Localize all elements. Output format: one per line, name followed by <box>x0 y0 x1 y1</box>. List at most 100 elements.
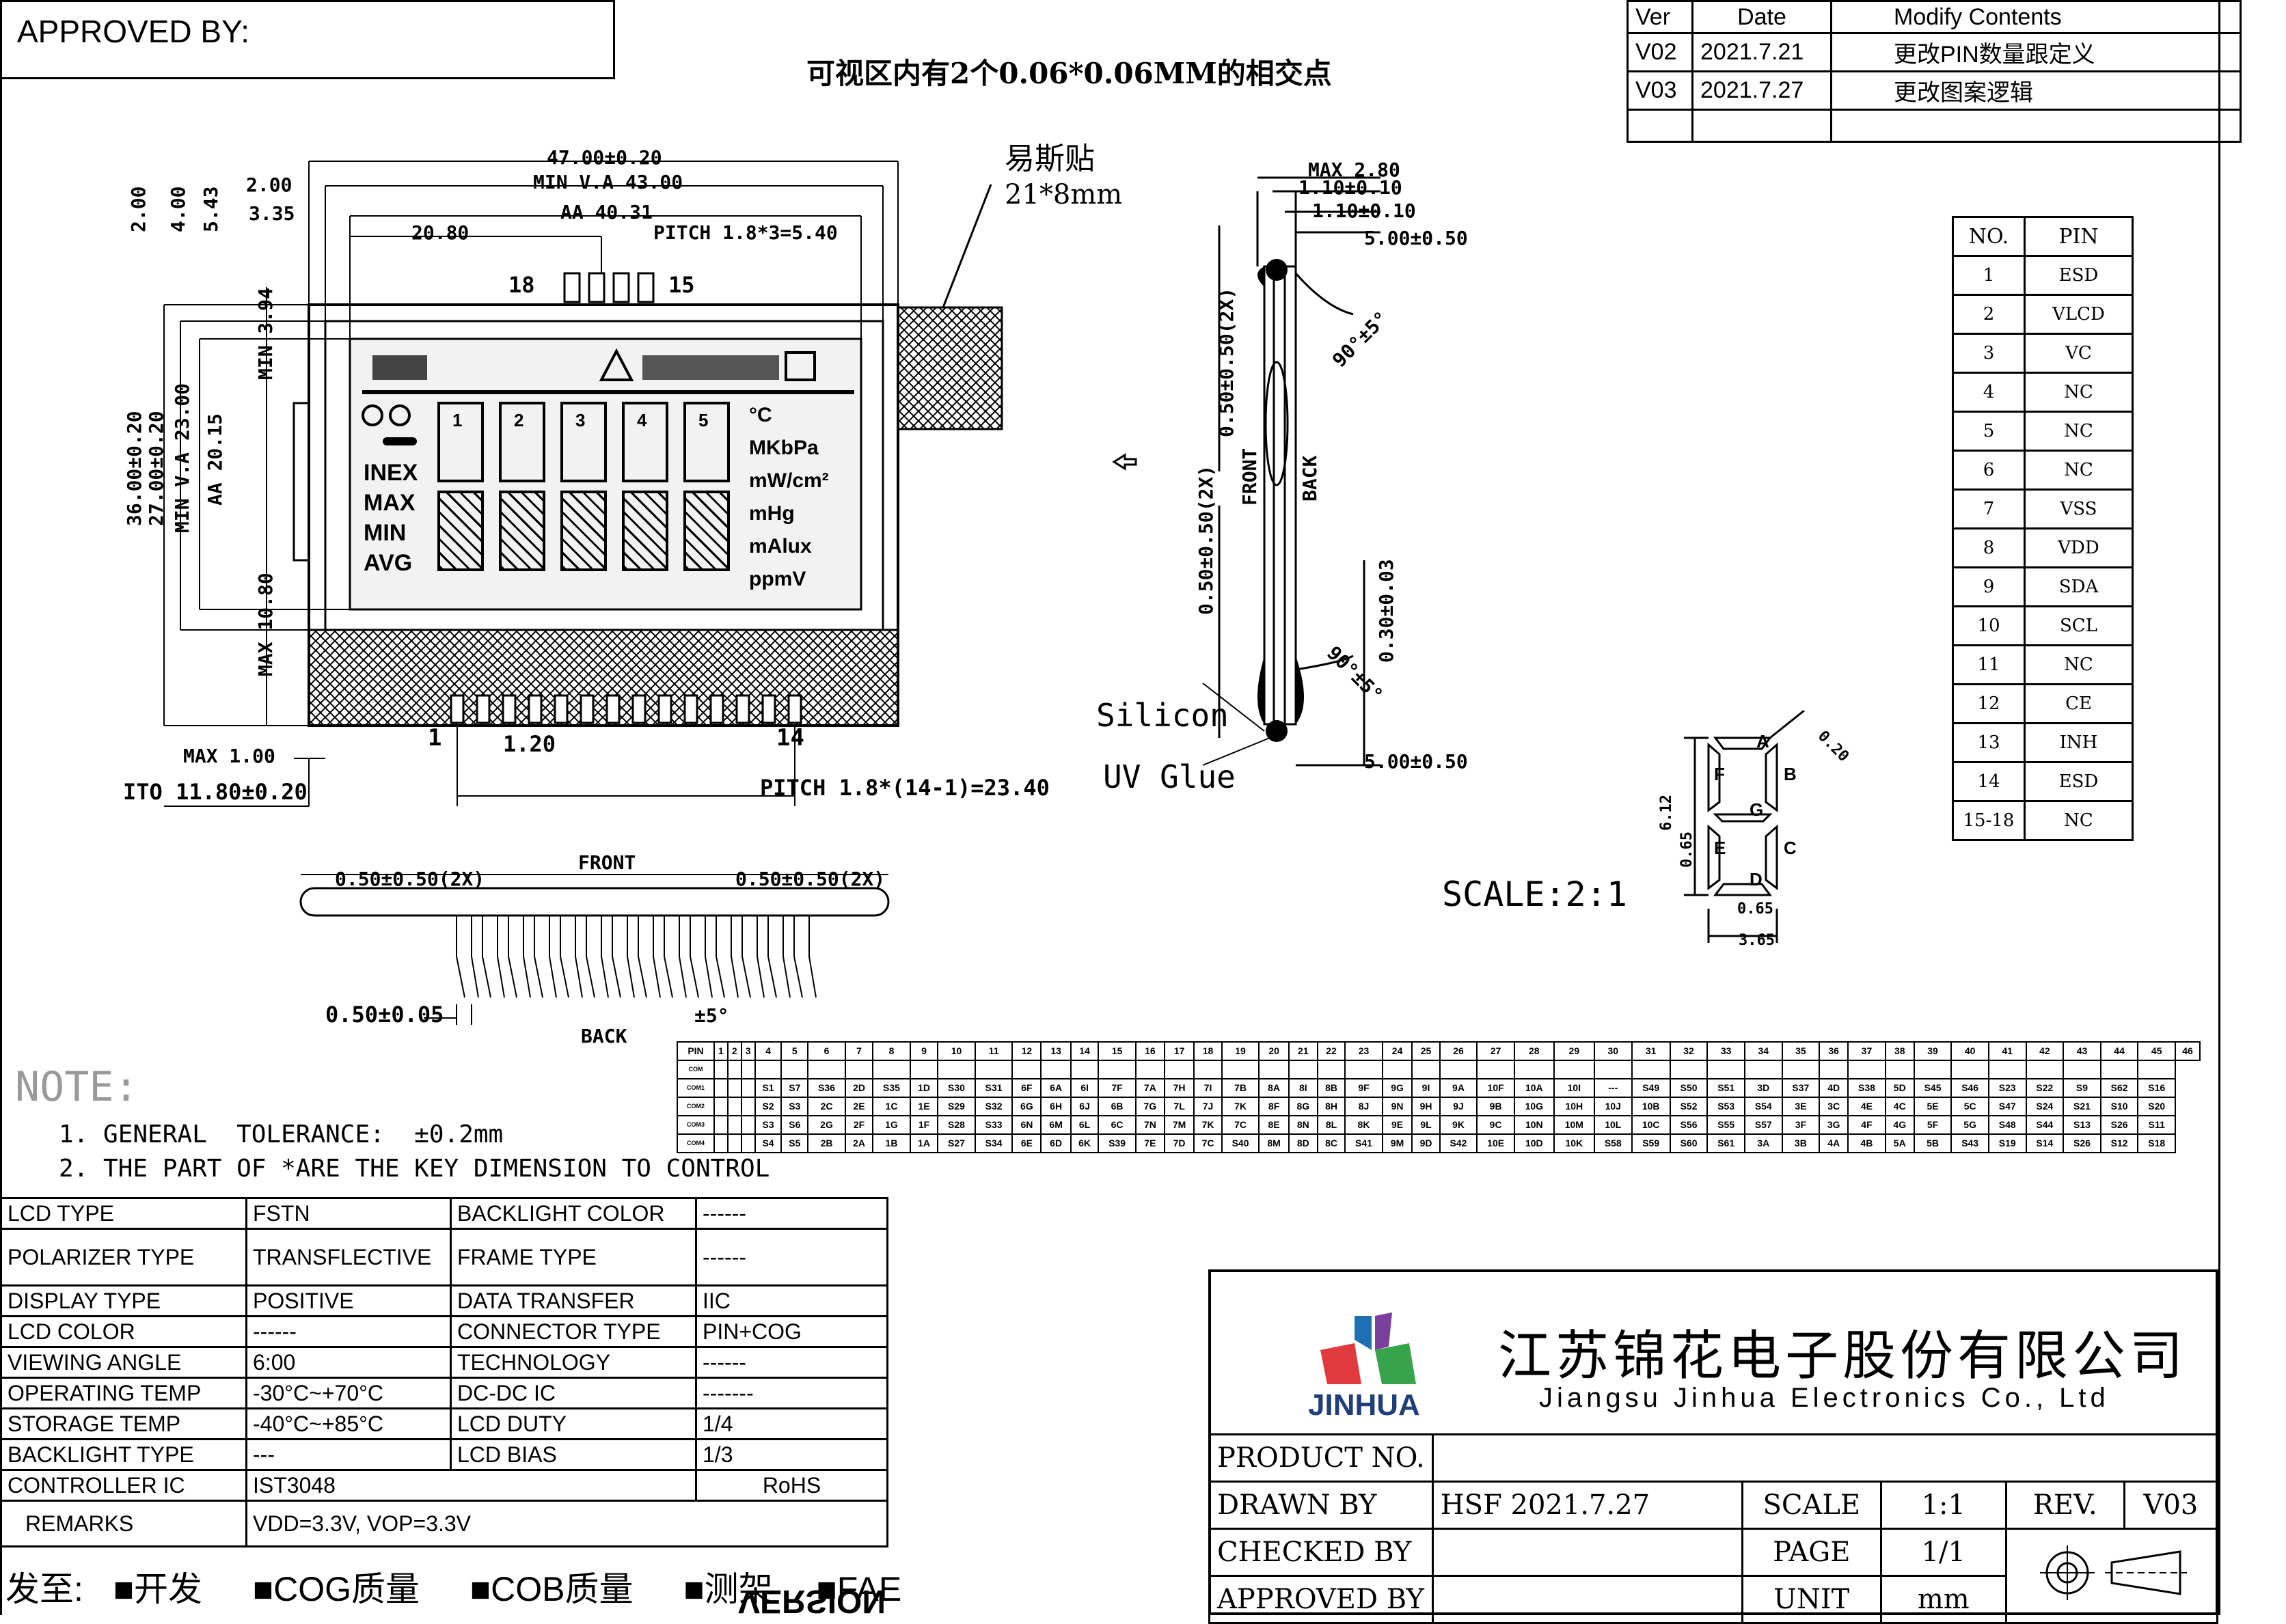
segment-cell: 7A <box>1134 1078 1165 1098</box>
spec-value: -40°C~+85°C <box>245 1407 452 1440</box>
segment-cell: S30 <box>937 1078 976 1098</box>
segment-cell: 7E <box>1134 1133 1165 1153</box>
lcd-digit: 5 <box>683 402 730 482</box>
rev-col-content: Modify Contents <box>1830 0 2242 34</box>
pin-1-label: 1 <box>428 724 442 752</box>
pin-name: NC <box>2024 411 2134 452</box>
segment-cell: 8F <box>1258 1097 1290 1116</box>
segment-cell: 2B <box>807 1133 846 1153</box>
dim-pitch-120: 1.20 <box>503 731 556 757</box>
pin-name: VC <box>2024 333 2134 374</box>
segment-pin-number: 24 <box>1381 1041 1413 1061</box>
rev-value: V03 <box>2123 1481 2219 1530</box>
segment-pin-number: 5 <box>780 1041 809 1061</box>
segment-cell: 4G <box>1884 1115 1915 1135</box>
spec-value: POSITIVE <box>245 1284 452 1317</box>
segment-cell: 9C <box>1476 1115 1515 1135</box>
spec-value: PIN+COG <box>695 1315 888 1348</box>
segment-cell <box>740 1097 756 1116</box>
bottom-left-dim: 0.50±0.50(2X) <box>335 868 485 890</box>
dim-overall-height: 36.00±0.20 <box>123 411 146 526</box>
segment-cell: 1F <box>909 1115 939 1135</box>
segment-cell: 6I <box>1070 1078 1100 1098</box>
segment-cell: 10I <box>1553 1078 1595 1098</box>
bottom-front: FRONT <box>578 851 636 874</box>
approved-by-value <box>1431 1575 1743 1624</box>
segment-pin-number: 1 <box>713 1041 729 1061</box>
title-block: JINHUA 江苏锦花电子股份有限公司 Jiangsu Jinhua Elect… <box>1208 1269 2219 1624</box>
lcd-unit: °C <box>749 404 772 426</box>
segment-cell <box>726 1097 742 1116</box>
revision-header: Ver Date Modify Contents <box>1627 0 2242 34</box>
segment-cell: 4E <box>1847 1097 1886 1116</box>
bottom-angle: ±5° <box>694 1004 729 1027</box>
segment-cell: S22 <box>2025 1078 2065 1098</box>
pin-name: NC <box>2024 450 2134 491</box>
segment-cell: 8M <box>1258 1133 1290 1153</box>
segment-cell: 10L <box>1593 1115 1633 1135</box>
lcd-digit-number: 5 <box>698 410 709 430</box>
segment-cell: S11 <box>2137 1115 2176 1135</box>
revision-row <box>1627 109 2242 143</box>
segment-cell: 8I <box>1288 1078 1318 1098</box>
segment-cell: 3F <box>1781 1115 1821 1135</box>
segment-cell: S32 <box>974 1097 1013 1116</box>
projection-symbol <box>2004 1528 2219 1624</box>
spec-key: POLARIZER TYPE <box>0 1228 247 1286</box>
spec-key: DISPLAY TYPE <box>0 1284 247 1317</box>
tape-label: 易斯贴 <box>1005 141 1095 176</box>
segment-cell: 10G <box>1513 1097 1555 1116</box>
segment-cell: S9 <box>2063 1078 2101 1098</box>
rev-date: 2021.7.27 <box>1691 70 1832 111</box>
dim-pitch-top: PITCH 1.8*3=5.40 <box>653 221 838 244</box>
segment-cell: 3A <box>1743 1133 1783 1153</box>
segment-cell: --- <box>1593 1078 1633 1098</box>
side-view-drawing <box>1112 176 1380 767</box>
segment-cell: S2 <box>754 1097 783 1116</box>
pin-name: SDA <box>2024 566 2134 607</box>
segment-pin-number: 39 <box>1913 1041 1952 1061</box>
segment-cell <box>1781 1060 1821 1079</box>
segment-cell: S56 <box>1669 1115 1709 1135</box>
spec-key: VIEWING ANGLE <box>0 1346 247 1379</box>
lcd-star-digit <box>560 491 607 571</box>
lcd-unit: mAlux <box>749 535 812 558</box>
rev-col-ver: Ver <box>1627 0 1693 34</box>
segment-pin-number: 38 <box>1884 1041 1915 1061</box>
segment-cell: S20 <box>2137 1097 2176 1116</box>
segment-cell: S36 <box>807 1078 846 1098</box>
revision-row: V03 2021.7.27 更改图案逻辑 <box>1627 70 2242 111</box>
segment-cell <box>1950 1060 1989 1079</box>
segment-pin-number: 20 <box>1258 1041 1290 1061</box>
rev-col-date: Date <box>1691 0 1832 34</box>
segment-cell: 7G <box>1134 1097 1165 1116</box>
spec-key: STORAGE TEMP <box>0 1407 247 1440</box>
segment-cell: 1D <box>909 1078 939 1098</box>
segment-cell <box>713 1133 729 1153</box>
segment-cell <box>1669 1060 1709 1079</box>
segment-cell: S53 <box>1706 1097 1745 1116</box>
segment-cell <box>1163 1060 1195 1079</box>
pin-name: NC <box>2024 644 2134 685</box>
segment-cell: 9J <box>1439 1097 1478 1116</box>
spec-key: FRAME TYPE <box>450 1228 697 1286</box>
remarks-label: REMARKS <box>0 1500 247 1547</box>
dim-v-400: 4.00 <box>167 186 189 232</box>
segment-pin-number: 40 <box>1950 1041 1989 1061</box>
segment-cell: 1A <box>909 1133 939 1153</box>
rohs-label: RoHS <box>695 1469 888 1502</box>
pin-no: 3 <box>1952 333 2026 374</box>
lcd-unit: mHg <box>749 502 795 525</box>
rev-ver: V03 <box>1627 70 1693 111</box>
segment-com-row: COM <box>677 1060 2200 1079</box>
projection-icon <box>2039 1545 2187 1600</box>
segment-cell: S45 <box>1913 1078 1952 1098</box>
segment-cell <box>726 1115 742 1135</box>
